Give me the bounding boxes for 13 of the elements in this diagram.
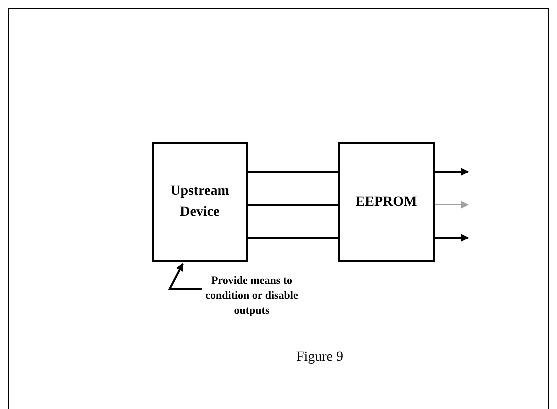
output-arrow bbox=[435, 168, 469, 176]
signal-line bbox=[248, 204, 338, 206]
signal-line bbox=[248, 171, 338, 173]
note-text: Provide means to condition or disable outputs bbox=[204, 274, 300, 318]
eeprom-box bbox=[338, 142, 435, 262]
output-arrow bbox=[434, 201, 469, 209]
figure-caption: Figure 9 bbox=[295, 349, 345, 367]
output-arrow bbox=[435, 234, 469, 242]
signal-line bbox=[248, 237, 338, 239]
leader-line bbox=[168, 263, 202, 290]
device-box bbox=[152, 142, 248, 262]
box-label: EEPROM bbox=[356, 194, 418, 212]
box-label: Upstream Device bbox=[170, 183, 230, 222]
